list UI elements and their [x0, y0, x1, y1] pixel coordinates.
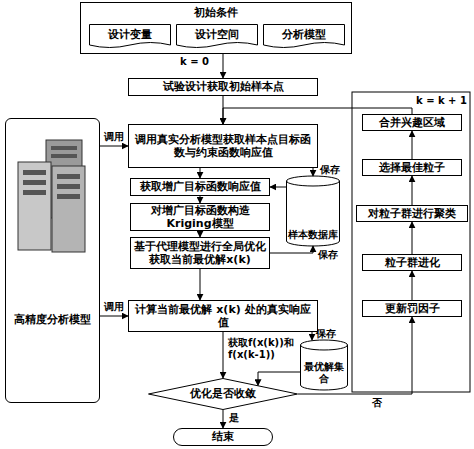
connector	[200, 196, 201, 203]
connector	[100, 146, 128, 147]
connector	[270, 187, 286, 188]
node-text: 对增广目标函数构造Kriging模型	[131, 204, 269, 230]
decision-diamond: 优化是否收敛	[148, 378, 298, 410]
edge-label: 是	[229, 412, 239, 424]
document-outline	[264, 25, 345, 48]
edge-label: k = k + 1	[416, 95, 467, 107]
node-text: 样本数据库	[288, 229, 338, 240]
node-text: 高精度分析模型	[11, 313, 94, 326]
input-band: 设计变量 设计空间 分析模型 初始条件	[80, 2, 352, 54]
process-box: 选择最佳粒子	[362, 159, 462, 176]
diamond-outline	[149, 379, 298, 410]
connector	[200, 168, 201, 178]
node-text: 基于代理模型进行全局优化获取当前最优解x(k)	[131, 240, 269, 266]
node-text: 优化是否收敛	[187, 387, 259, 400]
cylinder-rim	[301, 345, 348, 350]
process-box: 更新罚因子	[362, 300, 462, 317]
edge-label: 保存	[318, 249, 338, 261]
node-text: 选择最佳粒子	[376, 161, 448, 174]
connector	[223, 54, 224, 78]
edge-label: 调用	[104, 301, 124, 313]
node-text: 初始条件	[191, 6, 241, 19]
node-text: 粒子群进化	[382, 256, 443, 269]
document-box: 设计空间	[176, 24, 258, 50]
node-text: 设计变量	[105, 28, 155, 41]
server-slot	[23, 190, 46, 195]
node-text: 分析模型	[279, 28, 329, 41]
server-slot	[57, 174, 80, 179]
database-cylinder: 最优解集合	[300, 340, 348, 390]
connector	[412, 271, 413, 300]
connector	[412, 176, 413, 205]
server-slot	[23, 170, 46, 175]
server-icon	[18, 140, 85, 252]
connector	[412, 131, 413, 159]
server-slot	[57, 194, 80, 199]
connector	[223, 410, 224, 428]
edge-label: 保存	[316, 328, 336, 340]
server-slot	[51, 154, 77, 158]
process-box: 试验设计获取初始样本点	[128, 78, 318, 96]
server-slot	[51, 146, 77, 150]
connector	[313, 168, 314, 176]
connector	[270, 246, 313, 253]
process-box: 合并兴趣区域	[362, 114, 462, 131]
process-box: 基于代理模型进行全局优化获取当前最优解x(k)	[130, 237, 270, 269]
database-cylinder: 样本数据库	[286, 176, 340, 246]
terminal-box: 结束	[173, 428, 273, 446]
connector	[412, 222, 413, 254]
document-box: 设计变量	[89, 24, 171, 50]
connector	[200, 269, 201, 300]
cylinder-outline	[301, 340, 348, 390]
server-slot	[23, 180, 46, 185]
node-text: 结束	[209, 430, 237, 443]
edge-label: 获取f(x(k))和f(x(k-1))	[228, 337, 300, 361]
node-text: 对粒子群进行聚类	[365, 207, 459, 220]
process-box: 对粒子群进行聚类	[356, 205, 468, 222]
edge-label: 保存	[320, 164, 340, 176]
server-slot	[57, 184, 80, 189]
node-text: 调用真实分析模型获取样本点目标函数与约束函数响应值	[129, 133, 317, 159]
cylinder-outline	[287, 176, 340, 246]
cylinder-rim	[287, 181, 340, 186]
edge-label: 否	[372, 397, 382, 409]
document-box: 分析模型	[263, 24, 345, 50]
node-text: 设计空间	[192, 28, 242, 41]
connector	[312, 332, 313, 340]
node-text: 合并兴趣区域	[376, 116, 448, 129]
node-text: 最优解集合	[300, 361, 348, 384]
model-box: 高精度分析模型	[5, 118, 100, 403]
edge-label: 调用	[104, 131, 124, 143]
process-box: 计算当前最优解 x(k) 处的真实响应值	[128, 300, 318, 332]
process-box: 调用真实分析模型获取样本点目标函数与约束函数响应值	[128, 124, 318, 168]
process-box: 对增广目标函数构造Kriging模型	[130, 203, 270, 231]
connector	[258, 372, 300, 385]
pso-panel	[352, 92, 470, 392]
server-tower	[18, 162, 51, 250]
document-outline	[90, 25, 171, 48]
node-text: 更新罚因子	[382, 302, 443, 315]
server-tower	[52, 166, 85, 252]
process-box: 粒子群进化	[362, 254, 462, 271]
node-text: 试验设计获取初始样本点	[160, 80, 287, 93]
document-outline	[177, 25, 258, 48]
connector	[223, 332, 224, 378]
connector	[100, 316, 128, 317]
node-text: 计算当前最优解 x(k) 处的真实响应值	[129, 303, 317, 329]
connector	[223, 96, 224, 124]
edge-label: k = 0	[180, 56, 209, 68]
process-box: 获取增广目标函数响应值	[130, 178, 270, 196]
node-text: 获取增广目标函数响应值	[137, 180, 264, 193]
